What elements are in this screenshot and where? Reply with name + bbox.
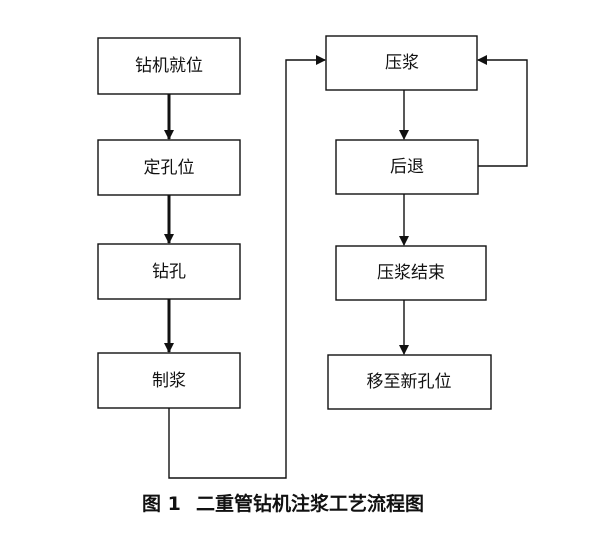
node-move-to-new-hole-label: 移至新孔位 xyxy=(367,372,452,392)
node-move-to-new-hole: 移至新孔位 xyxy=(327,354,492,410)
node-drill-hole: 钻孔 xyxy=(97,243,241,300)
node-pressure-grouting-label: 压浆 xyxy=(385,53,419,73)
figure-title: 二重管钻机注浆工艺流程图 xyxy=(196,492,424,515)
node-pressure-grouting: 压浆 xyxy=(325,35,478,91)
node-retreat-label: 后退 xyxy=(390,157,424,177)
node-grouting-finished: 压浆结束 xyxy=(335,245,487,301)
node-drill-in-position: 钻机就位 xyxy=(97,37,241,95)
node-set-hole-position-label: 定孔位 xyxy=(144,158,195,178)
figure-number: 图 1 xyxy=(142,493,181,515)
node-prepare-grout-label: 制浆 xyxy=(152,371,186,391)
node-drill-in-position-label: 钻机就位 xyxy=(135,56,203,76)
node-grouting-finished-label: 压浆结束 xyxy=(377,263,445,283)
node-retreat: 后退 xyxy=(335,139,479,195)
node-set-hole-position: 定孔位 xyxy=(97,139,241,196)
edge-prepare-grout-to-pressure-grouting xyxy=(168,55,326,479)
node-prepare-grout: 制浆 xyxy=(97,352,241,409)
edge-retreat-loop-to-pressure-grouting xyxy=(477,55,528,167)
node-drill-hole-label: 钻孔 xyxy=(152,262,186,282)
